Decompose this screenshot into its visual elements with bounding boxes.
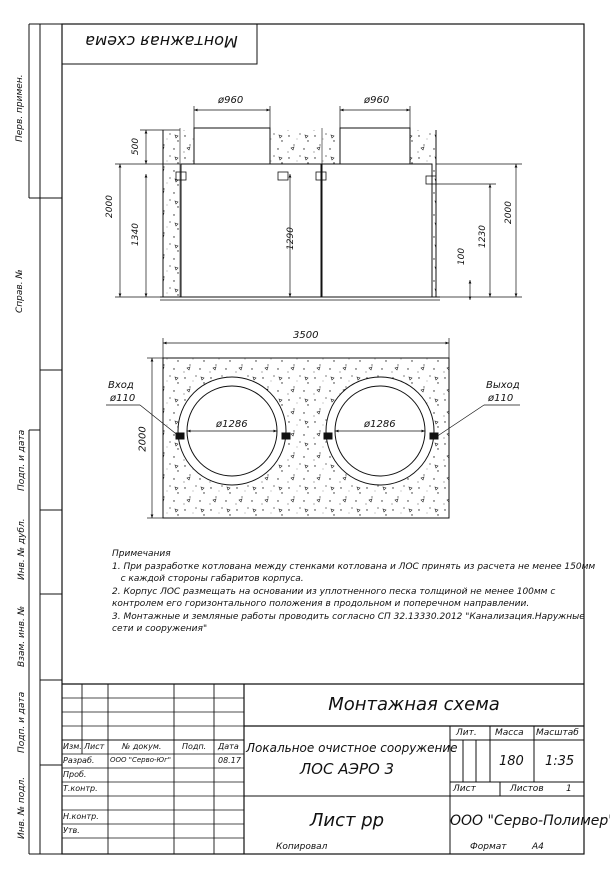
razrab-date: 08.17 [218, 756, 241, 765]
plan-diam-left: ø1286 [216, 419, 248, 430]
section-view [115, 106, 522, 301]
side-label-inv-podl: Инв. № подл. [17, 776, 27, 839]
footer-format-value: A4 [532, 842, 544, 852]
notes-line: с каждой стороны габаритов корпуса. [112, 574, 304, 584]
product-line-2: ЛОС АЭРО 3 [299, 760, 395, 778]
side-strip-dividers [40, 197, 62, 766]
section-diam-right: ø960 [364, 95, 390, 106]
side-label-sprav-no: Справ. № [15, 269, 25, 313]
header-stamp-box [61, 23, 258, 65]
role-razrab: Разраб. [63, 756, 95, 765]
notes-line: 3. Монтажные и земляные работы проводить… [112, 611, 585, 622]
company-name: ООО "Серво-Полимер" [450, 813, 610, 829]
doc-title: Монтажная схема [328, 694, 500, 715]
footer-format-label: Формат [470, 842, 507, 852]
razrab-name: ООО "Серво-Юг" [110, 756, 172, 764]
scale-label: Масштаб [536, 728, 579, 738]
listov-label: Листов [510, 784, 544, 794]
inlet-diam: ø110 [110, 393, 136, 404]
col-header-podp: Подп. [182, 742, 207, 751]
side-label-podp-data-2: Подп. и дата [17, 691, 27, 753]
side-label-inv-dubl: Инв. № дубл. [17, 518, 27, 580]
notes-block: Примечания 1. При разработке котлована м… [112, 548, 596, 636]
notes-line: сети и сооружения" [112, 624, 208, 634]
list-label: Лист [453, 784, 476, 794]
plan-view [106, 338, 520, 519]
plan-height: 2000 [137, 426, 149, 452]
dim-2000-right: 2000 [503, 201, 514, 224]
dim-100: 100 [457, 247, 468, 266]
product-line-1: Локальное очистное сооружение [246, 741, 458, 755]
mass-label: Масса [495, 728, 524, 738]
title-block-grid [62, 683, 584, 854]
role-utv: Утв. [63, 826, 80, 835]
header-stamp-text: Монтажная схема [85, 32, 238, 51]
side-label-podp-data-1: Подп. и дата [17, 429, 27, 491]
listov-value: 1 [566, 784, 572, 794]
scale-value: 1:35 [545, 754, 575, 769]
plan-diam-right: ø1286 [364, 419, 396, 430]
role-nkontr: Н.контр. [63, 812, 99, 821]
notes-line: 1. При разработке котлована между стенка… [112, 561, 596, 572]
notes-line: 2. Корпус ЛОС размещать на основании из … [112, 586, 556, 597]
notes-title: Примечания [112, 549, 171, 559]
outlet-diam: ø110 [488, 393, 514, 404]
section-diam-left: ø960 [218, 95, 244, 106]
plan-width: 3500 [293, 330, 319, 341]
col-header-list: Лист [84, 742, 105, 751]
inlet-label: Вход [108, 380, 134, 391]
outlet-label: Выход [486, 380, 520, 391]
dim-1230: 1230 [477, 225, 488, 248]
side-label-vzam-inv: Взам. инв. № [17, 605, 27, 667]
col-header-doc: № докум. [122, 742, 162, 751]
dim-500: 500 [131, 137, 142, 156]
col-header-izm: Изм. [63, 742, 82, 751]
lit-label: Лит. [456, 728, 477, 738]
col-header-data: Дата [218, 742, 239, 751]
role-tkontr: Т.контр. [63, 784, 98, 793]
side-strip [39, 23, 63, 855]
sheet-name: Лист рр [309, 810, 385, 831]
side-label-perv-primen: Перв. примен. [15, 74, 25, 142]
dim-2000-left: 2000 [104, 195, 115, 218]
footer-copied: Копировал [276, 842, 328, 852]
dim-1290: 1290 [285, 227, 296, 250]
role-prob: Проб. [63, 770, 87, 779]
dim-1340: 1340 [130, 223, 141, 246]
mass-value: 180 [499, 754, 524, 769]
notes-line: контролем его горизонтального положения … [112, 599, 530, 609]
